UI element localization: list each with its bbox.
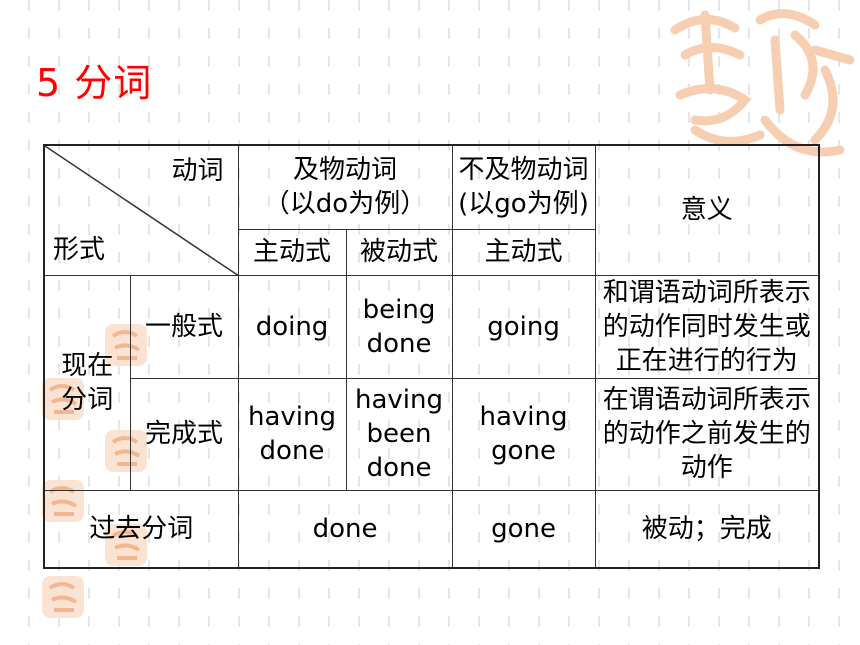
present-participle-line1: 现在 <box>61 350 114 381</box>
general-passive-cell: being done <box>345 274 453 379</box>
perfect-intransitive-cell: having gone <box>451 377 596 491</box>
perfect-active-line2: done <box>259 436 325 466</box>
past-participle-label: 过去分词 <box>43 489 239 569</box>
transitive-header: 及物动词 <box>293 155 398 186</box>
perfect-passive-line1: having <box>355 385 444 415</box>
perfect-meaning-cell: 在谓语动词所表示的动作之前发生的动作 <box>594 377 820 491</box>
corner-header-cell: 动词 形式 <box>43 144 239 276</box>
present-participle-label: 现在 分词 <box>43 274 131 491</box>
general-passive-line2: done <box>366 328 432 359</box>
active-header: 主动式 <box>237 228 347 276</box>
intransitive-example: (以go为例) <box>458 189 589 220</box>
intransitive-header: 不及物动词 <box>458 155 589 186</box>
general-meaning-cell: 和谓语动词所表示的动作同时发生或正在进行的行为 <box>594 274 820 379</box>
perfect-intransitive-line2: gone <box>491 436 556 466</box>
past-meaning-cell: 被动；完成 <box>594 489 820 569</box>
diagonal-line <box>45 146 239 276</box>
perfect-active-cell: having done <box>237 377 347 491</box>
passive-header: 被动式 <box>345 228 453 276</box>
general-active-cell: doing <box>237 274 347 379</box>
meaning-header: 意义 <box>594 144 820 276</box>
perfect-passive-cell: having been done <box>345 377 453 491</box>
perfect-form-label: 完成式 <box>129 377 239 491</box>
calligraphy-watermark-large <box>665 0 860 170</box>
participle-table: 动词 形式 及物动词 （以do为例） 不及物动词 (以go为例) 意义 主动式 … <box>43 144 821 569</box>
general-form-label: 一般式 <box>129 274 239 379</box>
page-title: 5 分词 <box>36 61 153 105</box>
present-participle-line2: 分词 <box>61 384 114 415</box>
past-intransitive-cell: gone <box>451 489 596 569</box>
perfect-passive-line3: done <box>366 453 432 483</box>
perfect-intransitive-line1: having <box>479 402 568 432</box>
transitive-header-cell: 及物动词 （以do为例） <box>237 144 453 230</box>
intransitive-header-cell: 不及物动词 (以go为例) <box>451 144 596 230</box>
seal-stamp-6 <box>40 574 86 620</box>
corner-label-form: 形式 <box>53 234 106 265</box>
transitive-example: （以do为例） <box>263 189 427 220</box>
perfect-passive-line2: been <box>366 419 432 449</box>
corner-label-verb: 动词 <box>171 156 224 186</box>
perfect-active-line1: having <box>247 402 336 432</box>
general-intransitive-cell: going <box>451 274 596 379</box>
past-transitive-cell: done <box>237 489 453 569</box>
general-passive-line1: being <box>362 294 436 325</box>
intransitive-active-header: 主动式 <box>451 228 596 276</box>
